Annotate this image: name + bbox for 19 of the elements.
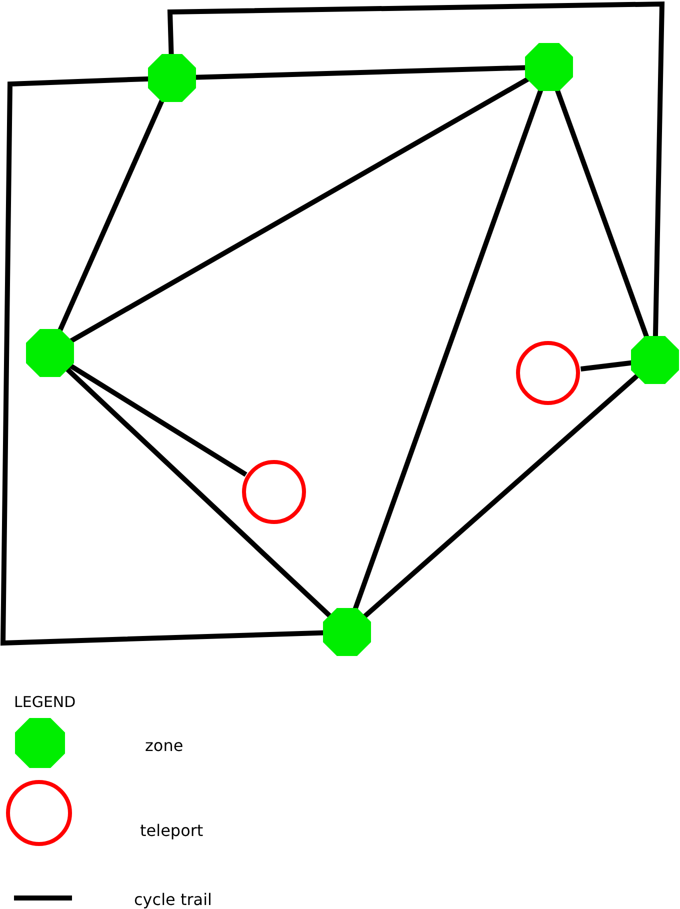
trail-line	[68, 76, 532, 344]
zone-octagon	[631, 336, 679, 384]
legend-heading: LEGEND	[14, 692, 76, 713]
teleport-circle	[242, 460, 306, 524]
legend-label: teleport	[140, 820, 204, 842]
trail-line	[362, 372, 640, 620]
trail-line	[0, 76, 326, 646]
trail-line	[56, 97, 166, 334]
teleport-circle	[516, 341, 580, 405]
zone-octagon	[26, 329, 74, 377]
trail-line	[67, 362, 248, 477]
trail-line	[167, 1, 665, 338]
trail-line	[580, 360, 634, 372]
trail-line	[64, 366, 333, 619]
legend-label: zone	[145, 735, 184, 757]
legend-label: cycle trail	[134, 889, 212, 909]
zone-octagon	[323, 608, 371, 656]
zone-octagon	[525, 43, 573, 91]
zone-octagon	[148, 54, 196, 102]
